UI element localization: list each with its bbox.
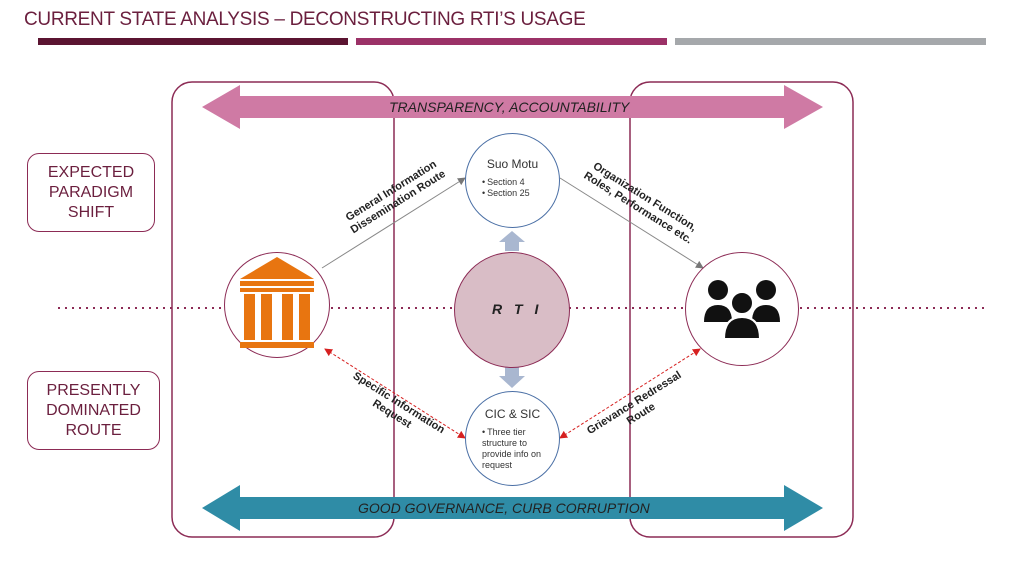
suo-motu-item: Section 4 — [482, 177, 530, 188]
rti-label: R T I — [492, 301, 543, 317]
cic-sic-node: CIC & SIC Three tier structure to provid… — [465, 391, 560, 486]
specific-request-line — [324, 348, 466, 439]
presently-dominated-route-text: PRESENTLY DOMINATED ROUTE — [46, 381, 141, 439]
government-building-icon — [240, 257, 314, 348]
organization-route-line — [559, 177, 704, 269]
suo-motu-title: Suo Motu — [486, 157, 539, 171]
title-bar-magenta — [356, 38, 667, 45]
right-frame — [629, 81, 854, 538]
government-node — [224, 252, 330, 358]
left-frame — [171, 81, 395, 538]
rti-down-arrow — [499, 367, 525, 388]
top-arrow-label: TRANSPARENCY, ACCOUNTABILITY — [389, 99, 630, 115]
bottom-double-arrow — [202, 485, 823, 531]
presently-dominated-route-box: PRESENTLY DOMINATED ROUTE — [27, 371, 160, 450]
cic-sic-list: Three tier structure to provide info on … — [482, 427, 548, 471]
cic-sic-title: CIC & SIC — [484, 407, 541, 421]
suo-motu-list: Section 4 Section 25 — [482, 177, 530, 199]
page-title: CURRENT STATE ANALYSIS – DECONSTRUCTING … — [24, 9, 586, 30]
expected-paradigm-shift-box: EXPECTED PARADIGM SHIFT — [27, 153, 155, 232]
suo-motu-node: Suo Motu Section 4 Section 25 — [465, 133, 560, 228]
rti-up-arrow — [499, 231, 525, 251]
expected-paradigm-shift-text: EXPECTED PARADIGM SHIFT — [47, 163, 135, 221]
general-route-line — [321, 177, 466, 269]
top-double-arrow — [202, 85, 823, 129]
citizens-group-icon — [704, 280, 780, 339]
cic-sic-item: Three tier structure to provide info on … — [482, 427, 548, 471]
rti-node: R T I — [454, 252, 570, 368]
title-bar-dark — [38, 38, 348, 45]
citizens-node — [685, 252, 799, 366]
grievance-route-line — [559, 348, 701, 439]
suo-motu-item: Section 25 — [482, 188, 530, 199]
title-bar-gray — [675, 38, 986, 45]
bottom-arrow-label: GOOD GOVERNANCE, CURB CORRUPTION — [358, 500, 650, 516]
